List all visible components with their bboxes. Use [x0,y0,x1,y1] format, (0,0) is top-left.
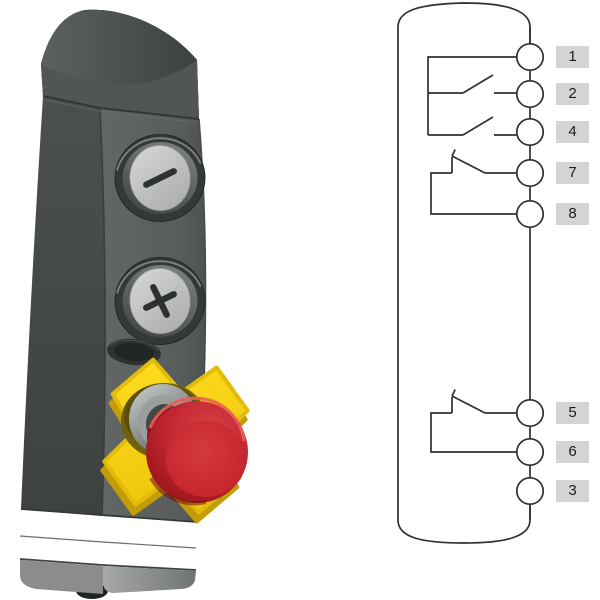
plus-glyph [143,284,177,318]
terminal-label-7: 7 [556,162,589,184]
blind-plug [107,338,161,366]
device-top-cap [41,9,200,123]
device [19,9,250,599]
base-groove [19,535,197,549]
device-body-side [21,96,106,516]
terminal-label-5: 5 [556,402,589,424]
terminal-8 [515,199,545,229]
plus-button [114,256,206,346]
minus-glyph [143,168,177,188]
terminal-3 [515,476,545,506]
body-edge-line [99,107,106,517]
estop-shadow [149,476,207,506]
emergency-stop-button [146,396,248,506]
terminal-label-8: 8 [556,203,589,225]
minus-button [114,133,206,223]
terminal-4 [515,117,545,147]
terminal-2 [515,79,545,109]
terminal-label-3: 3 [556,480,589,502]
terminal-6 [515,437,545,467]
bezel-highlight [116,260,202,294]
terminal-label-1: 1 [556,46,589,68]
wiring-diagram [397,2,545,544]
bezel-highlight [116,137,202,171]
estop-face [166,421,246,497]
terminals [515,42,545,506]
estop-highlight [148,396,246,442]
enclosure-outline [397,2,531,544]
terminal-5 [515,398,545,428]
terminal-label-2: 2 [556,83,589,105]
cover-seam [19,558,197,571]
bottom-cover-side [20,560,103,594]
terminal-label-4: 4 [556,121,589,143]
terminal-7 [515,158,545,188]
no-contacts-1-2-4 [427,56,517,136]
base-seam [20,508,198,523]
terminal-1 [515,42,545,72]
nc-contact-7-8 [430,149,517,215]
bottom-cover-front [103,566,196,593]
terminal-label-6: 6 [556,441,589,463]
nc-contact-5-6 [430,389,517,453]
